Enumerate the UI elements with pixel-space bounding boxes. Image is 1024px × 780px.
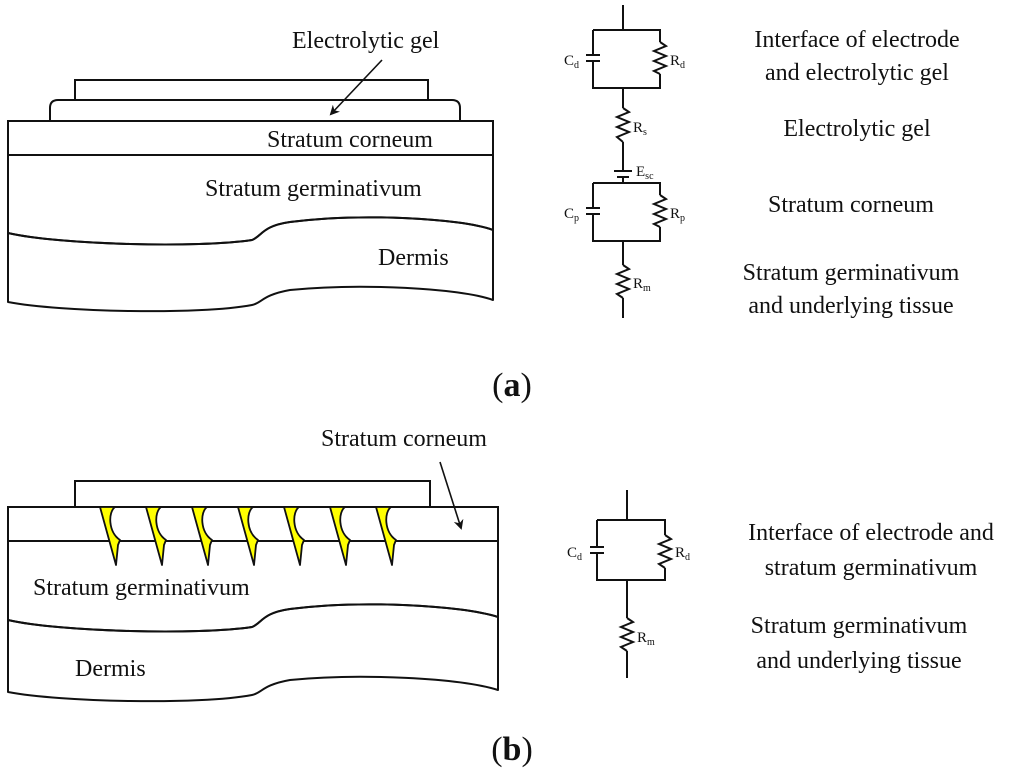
resistor-rm-a <box>614 264 632 299</box>
microneedle <box>99 506 121 566</box>
capacitor-cp-a <box>585 207 601 215</box>
panel-b-descriptions: Interface of electrode and stratum germi… <box>748 520 994 674</box>
stratum-corneum-pointer-arrow <box>439 461 464 530</box>
label-rm-b: Rm <box>637 630 655 648</box>
label-rm-a: Rm <box>633 276 651 294</box>
label-cd-b: Cd <box>567 545 582 563</box>
microneedle <box>191 506 213 566</box>
label-rs-a: Rs <box>633 120 647 138</box>
desc-b-interface-line1: Interface of electrode and <box>748 520 994 546</box>
label-stratum-corneum-a: Stratum corneum <box>267 127 433 153</box>
capacitor-cd-b <box>589 546 605 554</box>
desc-a-interface-line2: and electrolytic gel <box>765 60 949 86</box>
desc-b-sg-line1: Stratum germinativum <box>751 613 968 639</box>
label-stratum-corneum-b: Stratum corneum <box>321 426 487 452</box>
microneedle <box>375 506 397 566</box>
microneedle-array <box>99 506 397 566</box>
label-stratum-germinativum-b: Stratum germinativum <box>33 575 250 601</box>
gel-pointer-arrow <box>329 59 383 116</box>
resistor-rs-a <box>614 107 632 143</box>
panel-a-skin: Electrolytic gel Stratum corneum Stratum… <box>7 28 494 313</box>
desc-a-gel: Electrolytic gel <box>783 116 931 142</box>
microneedle <box>283 506 305 566</box>
microneedle <box>145 506 167 566</box>
dermis-layer-b <box>7 603 499 703</box>
resistor-rp-a <box>651 194 669 228</box>
desc-a-stratum-corneum: Stratum corneum <box>768 192 934 218</box>
resistor-rd-b <box>656 534 674 569</box>
stratum-germinativum-layer-a <box>7 154 494 246</box>
panel-b-skin: Stratum corneum Stratum germinativum Der… <box>7 426 499 703</box>
label-cd-a: Cd <box>564 53 579 71</box>
microneedle <box>237 506 259 566</box>
label-dermis-a: Dermis <box>378 245 449 271</box>
panel-label-b: (b) <box>491 731 533 768</box>
stratum-germinativum-layer-b <box>7 540 499 633</box>
desc-b-sg-line2: and underlying tissue <box>756 648 961 674</box>
label-stratum-germinativum-a: Stratum germinativum <box>205 176 422 202</box>
panel-b-circuit: Cd Rd Rm <box>567 490 690 678</box>
electrolytic-gel-layer <box>49 99 461 122</box>
resistor-rd-a <box>651 41 669 75</box>
electrode-a <box>74 79 429 101</box>
label-cp-a: Cp <box>564 206 579 224</box>
resistor-rm-b <box>618 617 636 652</box>
label-rd-a: Rd <box>670 53 685 71</box>
microneedle <box>329 506 351 566</box>
label-rp-a: Rp <box>670 206 685 224</box>
panel-a-circuit: Cd Rd Rs Esc Cp Rp Rm <box>564 5 685 318</box>
desc-a-sg-line2: and underlying tissue <box>748 293 953 319</box>
desc-a-sg-line1: Stratum germinativum <box>743 260 960 286</box>
label-electrolytic-gel: Electrolytic gel <box>292 28 440 54</box>
label-rd-b: Rd <box>675 545 690 563</box>
desc-a-interface-line1: Interface of electrode <box>754 27 959 53</box>
panel-a-descriptions: Interface of electrode and electrolytic … <box>743 27 960 319</box>
label-dermis-b: Dermis <box>75 656 146 682</box>
battery-esc-a <box>614 170 632 178</box>
capacitor-cd-a <box>585 54 601 62</box>
electrode-b <box>74 480 431 508</box>
label-esc-a: Esc <box>636 164 654 182</box>
desc-b-interface-line2: stratum germinativum <box>765 555 978 581</box>
panel-label-a: (a) <box>492 367 532 404</box>
